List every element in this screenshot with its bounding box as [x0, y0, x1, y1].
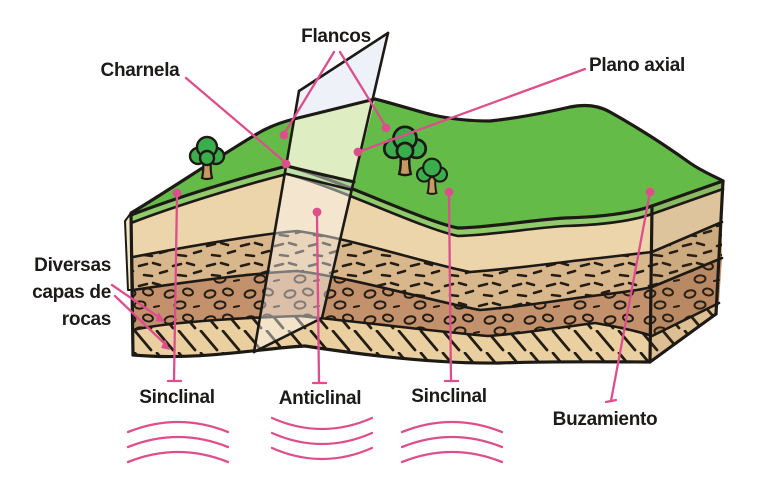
layer-boundary-1 [131, 220, 724, 274]
leader-dot-flanco-right [381, 123, 391, 133]
axial-plane-edges [252, 31, 390, 354]
block-left-edge [129, 212, 135, 357]
layer-boundary-2 [131, 256, 724, 312]
surface-back-silhouette [129, 97, 725, 215]
rock-layer-beige [131, 174, 723, 272]
layer-boundary-3 [131, 301, 721, 338]
leader-dot-sinclinal-left [172, 188, 182, 198]
label-sinclinal-right: Sinclinal [411, 386, 487, 407]
leader-cap-buzamiento [604, 398, 618, 404]
leader-line-buzamiento [609, 190, 652, 403]
axial-plane-hillside [287, 99, 375, 182]
leader-line-flanco-left [282, 50, 336, 136]
leader-line-plano-axial [356, 67, 587, 154]
arrowhead-capas-2 [161, 339, 170, 350]
leader-line-sinclinal-right [447, 193, 453, 383]
label-flancos: Flancos [301, 26, 371, 47]
leader-lines [110, 50, 655, 404]
surface-front-edge-inner [129, 172, 725, 238]
leader-dot-buzamiento [645, 187, 655, 197]
leader-dot-plano-axial [353, 147, 363, 157]
label-buzamiento: Buzamiento [552, 409, 658, 430]
leader-line-anticlinal [315, 213, 321, 385]
label-sinclinal-left: Sinclinal [139, 387, 215, 408]
leader-line-sinclinal-left [172, 194, 179, 383]
leader-line-capas-2 [113, 294, 167, 346]
leader-dot-sinclinal-right [444, 187, 454, 197]
axial-plane-above-ground [294, 33, 388, 119]
anticline-arcs-icon [270, 416, 374, 461]
syncline-arcs-left-icon [126, 420, 230, 464]
block-front-right-edge [648, 204, 654, 364]
leader-line-charnela [184, 76, 288, 165]
rock-layer-dashed-texture [133, 222, 722, 310]
label-anticlinal: Anticlinal [278, 388, 362, 409]
leader-line-capas-1 [110, 283, 162, 320]
fold-arcs [126, 416, 504, 464]
label-charnela: Charnela [100, 60, 180, 81]
tree-icon [415, 157, 449, 195]
tree-icon [188, 135, 226, 181]
label-diversas-capas: Diversas capas de rocas [32, 255, 111, 330]
block-bottom-edge [131, 312, 718, 365]
leader-dot-anticlinal [312, 207, 322, 217]
front-edge-through-plane [285, 164, 356, 184]
syncline-arcs-right-icon [400, 420, 504, 464]
front-edge-inner-through-plane [285, 172, 354, 192]
block-far-right-edge [714, 179, 725, 316]
leader-dot-charnela [281, 159, 291, 169]
arrowhead-capas-1 [155, 312, 165, 322]
leader-line-flanco-right [338, 50, 388, 129]
leader-dot-flanco-left [279, 130, 289, 140]
tree-icon [382, 125, 428, 177]
silhouette-through-plane [292, 97, 377, 121]
label-plano-axial: Plano axial [589, 55, 685, 76]
surface-front-edge [129, 164, 725, 230]
rock-layer-hatched-texture [133, 303, 719, 364]
